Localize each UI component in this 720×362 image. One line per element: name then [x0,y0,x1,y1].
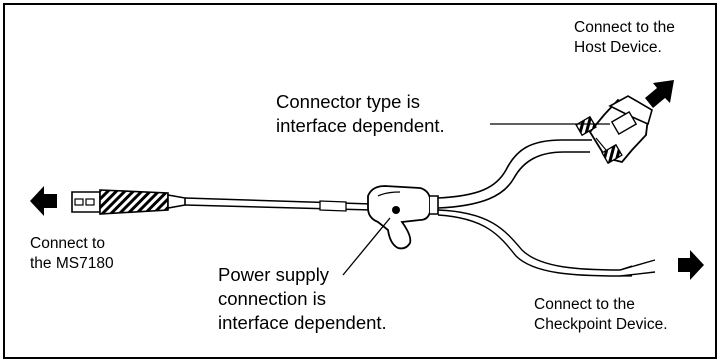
power-label-line-1: Power supply [218,264,330,285]
host-db9-connector [575,95,653,165]
diagram-frame [3,3,717,359]
main-cable [184,197,373,212]
right-arrow-icon [678,250,704,280]
host-cable [437,139,592,209]
host-device-label: Connect to the Host Device. [574,18,675,58]
checkpoint-device-label: Connect to the Checkpoint Device. [534,295,668,335]
ms7180-label: Connect to the MS7180 [30,234,114,274]
connector-type-label: Connector type is interface dependent. [276,90,445,138]
left-arrow-icon [30,186,57,216]
ms7180-connector [71,189,186,215]
splitter-hub [367,185,439,250]
host-label-line-1: Connect to the [574,19,675,36]
checkpoint-label-line-1: Connect to the [534,296,635,313]
ms-label-line-1: Connect to [30,235,105,252]
host-label-line-2: Host Device. [574,39,662,56]
power-supply-label: Power supply connection is interface dep… [218,263,387,335]
power-leader-line [342,217,391,276]
power-label-line-2: connection is [218,288,326,309]
connector-label-line-2: interface dependent. [276,115,445,136]
checkpoint-label-line-2: Checkpoint Device. [534,316,668,333]
power-label-line-3: interface dependent. [218,312,387,333]
ms-label-line-2: the MS7180 [30,255,114,272]
checkpoint-cable [437,209,656,277]
up-right-arrow-icon [645,80,674,108]
connector-label-line-1: Connector type is [276,91,420,112]
